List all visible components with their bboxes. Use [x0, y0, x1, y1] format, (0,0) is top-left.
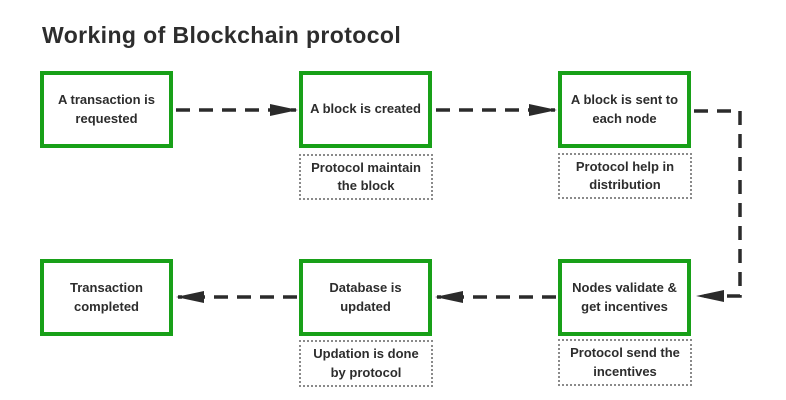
step-box-transaction-requested: A transaction is requested — [40, 71, 173, 148]
step-box-database-updated: Database is updated — [299, 259, 432, 336]
page-title: Working of Blockchain protocol — [42, 22, 402, 48]
step-label: Transaction completed — [70, 279, 143, 314]
note-box-updation-protocol: Updation is done by protocol — [299, 340, 433, 387]
arrow-sent-to-validate-elbow — [694, 109, 742, 302]
step-box-transaction-completed: Transaction completed — [40, 259, 173, 336]
note-label: Protocol send the incentives — [570, 345, 680, 379]
note-box-protocol-distribution: Protocol help in distribution — [558, 153, 692, 199]
step-label: A block is created — [310, 101, 421, 117]
step-label: A block is sent to each node — [570, 91, 679, 126]
step-box-nodes-validate: Nodes validate & get incentives — [558, 259, 691, 336]
note-box-protocol-maintain: Protocol maintain the block — [299, 154, 433, 200]
note-label: Protocol maintain the block — [311, 159, 421, 193]
step-label: Database is updated — [329, 279, 402, 314]
note-label: Protocol help in distribution — [575, 158, 675, 192]
note-box-protocol-incentives: Protocol send the incentives — [558, 339, 692, 386]
note-label: Updation is done by protocol — [313, 346, 419, 380]
step-box-block-created: A block is created — [299, 71, 432, 148]
step-box-block-sent: A block is sent to each node — [558, 71, 691, 148]
step-label: Nodes validate & get incentives — [572, 279, 677, 314]
step-label: A transaction is requested — [57, 91, 156, 126]
